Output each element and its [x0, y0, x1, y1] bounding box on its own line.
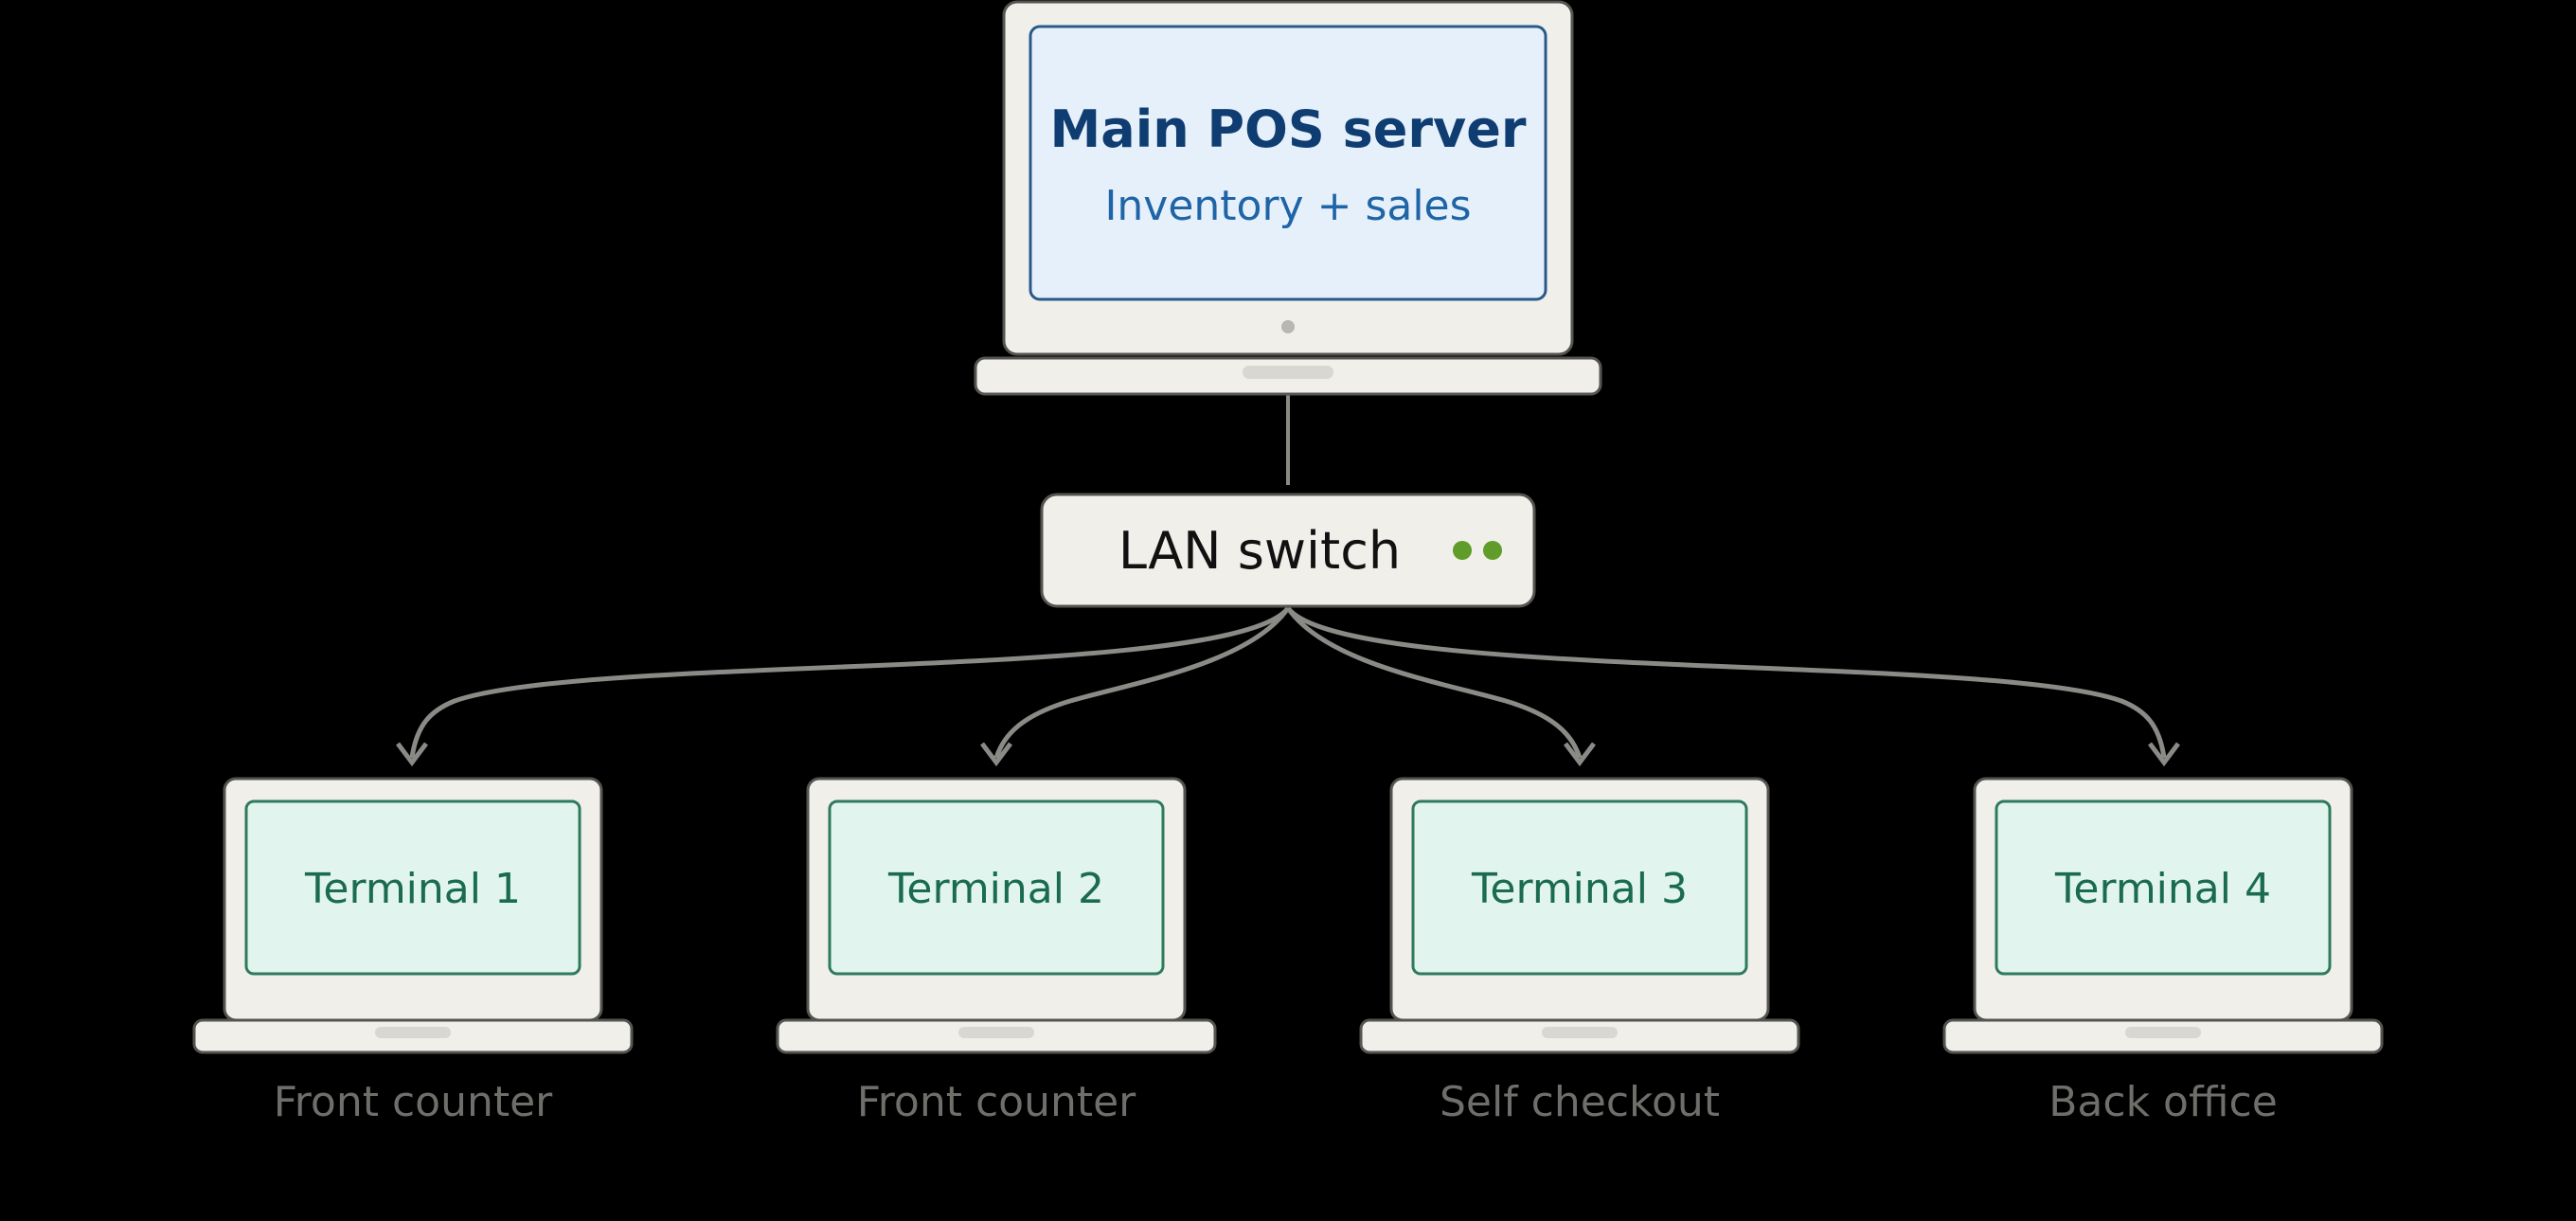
connectors: [396, 393, 2180, 767]
arrow-icon: [1564, 742, 1596, 767]
link-to-terminal-3: [1285, 606, 1583, 759]
link-to-terminal-2: [993, 606, 1291, 759]
terminal-label: Terminal 2: [887, 865, 1104, 913]
link-to-terminal-4: [1286, 606, 2167, 759]
arrow-icon: [980, 742, 1012, 767]
server-laptop: Main POS server Inventory + sales: [974, 0, 1602, 396]
server-subtitle: Inventory + sales: [1104, 182, 1471, 230]
terminal-label: Terminal 3: [1471, 865, 1688, 913]
terminal-laptop: Terminal 2 Front counter: [776, 777, 1217, 1126]
arrow-icon: [396, 742, 428, 767]
terminal-laptop: Terminal 1 Front counter: [192, 777, 634, 1126]
server-title: Main POS server: [1050, 99, 1527, 159]
trackpad-notch: [958, 1027, 1034, 1038]
terminal-laptop: Terminal 3 Self checkout: [1359, 777, 1800, 1126]
terminal-screen: [244, 799, 581, 976]
status-led-icon: [1483, 541, 1502, 560]
terminal-label: Terminal 1: [304, 865, 521, 913]
arrow-icon: [2148, 742, 2180, 767]
webcam-icon: [1281, 320, 1295, 333]
terminal-location: Front counter: [857, 1078, 1136, 1126]
trackpad-notch: [375, 1027, 451, 1038]
terminal-laptop: Terminal 4 Back office: [1942, 777, 2384, 1126]
trackpad-notch: [1542, 1027, 1618, 1038]
switch-body: [1040, 493, 1536, 608]
terminal-screen: [828, 799, 1165, 976]
terminal-screen: [1995, 799, 2332, 976]
lan-switch: LAN switch: [1040, 493, 1536, 608]
terminal-location: Self checkout: [1440, 1078, 1720, 1126]
link-to-terminal-1: [409, 606, 1290, 759]
switch-label: LAN switch: [1118, 521, 1401, 581]
terminal-location: Front counter: [274, 1078, 553, 1126]
terminal-location: Back office: [2048, 1078, 2278, 1126]
terminal-screen: [1411, 799, 1748, 976]
trackpad-notch: [2125, 1027, 2201, 1038]
server-screen: [1029, 25, 1547, 301]
status-led-icon: [1453, 541, 1472, 560]
trackpad-notch: [1243, 366, 1333, 379]
terminal-label: Terminal 4: [2054, 865, 2271, 913]
